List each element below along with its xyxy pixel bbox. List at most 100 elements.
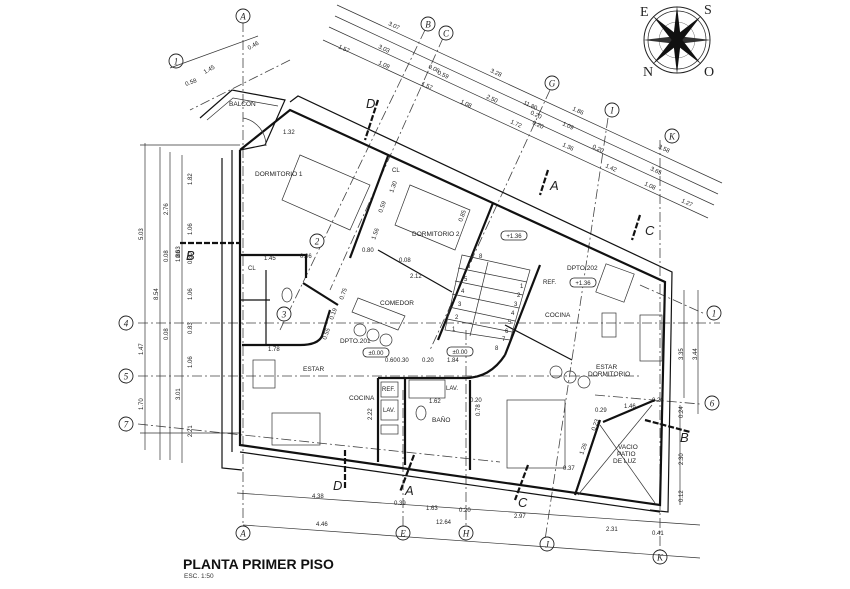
drawing-line: [549, 365, 563, 379]
drawing-label: 1.46: [624, 404, 636, 410]
building-walls: [199, 89, 673, 513]
drawing-label: 1.84: [447, 358, 459, 364]
drawing-label: 2.50: [485, 94, 499, 105]
drawing-line: [242, 524, 701, 559]
drawing-label: 2.31: [606, 527, 618, 533]
drawing-label: 4.46: [316, 522, 328, 528]
drawing-label: 1.57: [337, 44, 351, 55]
drawing-line: [379, 333, 393, 347]
drawing-line: [281, 154, 371, 231]
drawing-line: [457, 267, 528, 283]
drawing-label: 0.08: [164, 328, 170, 340]
drawing-label: 0.23: [591, 418, 601, 432]
drawing-line: [408, 379, 446, 399]
drawing-label: 0.63: [176, 246, 182, 258]
drawing-line: [279, 29, 426, 331]
drawing-line: [235, 525, 251, 541]
drawing-label: 1.86: [571, 106, 585, 117]
drawing-label: B: [680, 430, 689, 445]
drawing-label: D: [333, 478, 342, 493]
room-label-cocina-202: COCINA: [545, 312, 571, 319]
drawing-label: E: [640, 5, 649, 20]
drawing-line: [118, 416, 134, 432]
room-label-patio: PATIO: [617, 451, 636, 458]
drawing-label: 0.39: [394, 501, 406, 507]
drawing-label: A: [549, 178, 559, 193]
drawing-line: [118, 368, 134, 384]
drawing-line: [653, 16, 701, 64]
drawing-label: 1.47: [139, 343, 145, 355]
grid-bubble-k-bottom: K: [652, 549, 668, 565]
drawing-line: [221, 158, 243, 471]
drawing-line: [454, 280, 524, 296]
drawing-line: [394, 184, 471, 251]
grid-bubble-i: I: [604, 102, 620, 118]
fridge-label: REF.: [382, 387, 395, 393]
drawing-line: [199, 89, 286, 151]
room-label-comedor: COMEDOR: [380, 300, 414, 307]
drawing-label: 7: [124, 420, 129, 430]
drawing-label: 6: [467, 264, 471, 270]
drawing-label: A: [239, 529, 246, 539]
drawing-line: [362, 347, 390, 358]
drawing-label: 1.72: [509, 119, 523, 130]
drawing-label: 1.56: [371, 227, 381, 241]
drawing-label: 3.65: [649, 166, 663, 177]
drawing-label: 2.21: [188, 425, 194, 437]
drawing-label: 0.06: [300, 254, 312, 260]
drawing-label: 0.20: [652, 398, 664, 404]
drawing-label: 0.20: [531, 120, 545, 131]
drawing-line: [281, 287, 293, 303]
drawing-label: 1: [712, 309, 717, 319]
drawing-label: 1.63: [426, 506, 438, 512]
drawing-label: S: [704, 3, 712, 18]
drawing-line: [302, 282, 339, 306]
grid-bubble-1-right: 1: [706, 305, 722, 321]
drawing-line: [577, 375, 591, 389]
drawing-line: [235, 8, 251, 24]
drawing-label: 4: [124, 319, 129, 329]
drawing-label: D: [366, 96, 375, 111]
drawing-line: [601, 312, 617, 338]
drawing-label: J: [545, 540, 550, 550]
grid-bubble-j: J: [539, 536, 555, 552]
drawing-label: 8: [495, 346, 499, 352]
drawing-line: [415, 405, 427, 421]
drawing-label: G: [549, 79, 556, 89]
drawing-line: [380, 424, 399, 435]
drawing-line: [377, 249, 453, 293]
drawing-line: [366, 328, 380, 342]
drawing-label: 1.45: [203, 64, 217, 75]
dimension-lines: [140, 4, 723, 559]
room-label-vacio: VACIO: [618, 444, 638, 451]
drawing-line: [664, 128, 680, 144]
drawing-label: E: [399, 529, 406, 539]
room-label-estar-dormitorio-2: DORMITORIO: [588, 371, 630, 378]
drawing-label: A: [239, 12, 246, 22]
drawing-line: [573, 419, 602, 496]
room-label-estar-dormitorio: ESTAR: [596, 364, 617, 371]
drawing-label: 1.06: [188, 288, 194, 300]
drawing-line: [353, 323, 367, 337]
drawing-line: [348, 155, 390, 259]
drawing-line: [436, 202, 495, 341]
drawing-line: [504, 324, 573, 361]
grid-bubble-a-top: A: [235, 8, 251, 24]
drawing-line: [446, 346, 474, 357]
drawing-line: [652, 549, 668, 565]
grid-bubble-c: C: [438, 25, 454, 41]
drawing-label: B: [186, 248, 195, 263]
drawing-label: 5: [464, 277, 468, 283]
drawing-line: [252, 359, 276, 389]
room-label-dormitorio-2: DORMITORIO 2: [412, 231, 460, 238]
drawing-label: 1.06: [188, 223, 194, 235]
right-dimension-labels: 3.35 3.44 0.24 2.30 0.12: [679, 348, 699, 502]
drawing-line: [240, 253, 308, 278]
drawing-label: 0.29: [595, 408, 607, 414]
drawing-line: [334, 15, 719, 195]
drawing-label: 2.97: [514, 514, 526, 520]
drawing-label: 7: [470, 258, 474, 264]
grid-bubble-3: 3: [276, 306, 292, 322]
grid-bubble-g: G: [544, 75, 560, 91]
